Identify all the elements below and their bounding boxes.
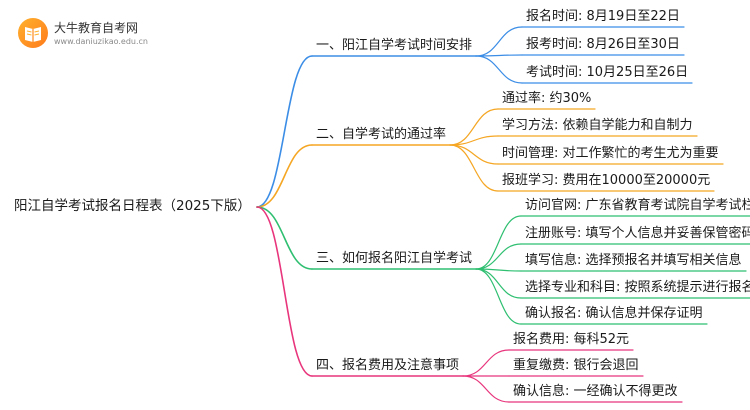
logo-title: 大牛教育自考网 [54,21,139,35]
branch-connector [256,55,313,208]
branch-topic-how-to-register[interactable]: 三、如何报名阳江自学考试 [316,251,473,266]
leaf-connector [449,135,499,146]
leaf-connector [462,349,510,377]
leaf-connector [462,375,510,403]
leaf-registration-time[interactable]: 报名时间: 8月19日至22日 [526,9,680,24]
branch-topic-fees-notes[interactable]: 四、报名费用及注意事项 [316,358,460,373]
logo-url: www.daniuzikao.edu.cn [54,37,148,46]
leaf-registration-fee[interactable]: 报名费用: 每科52元 [513,332,630,347]
leaf-study-method[interactable]: 学习方法: 依赖自学能力和自制力 [502,118,693,133]
branch-connector [256,144,313,208]
branch-connector [256,206,313,377]
leaf-tutoring-class[interactable]: 报班学习: 费用在10000至20000元 [502,173,711,188]
branch-topic-schedule[interactable]: 一、阳江自学考试时间安排 [316,38,473,53]
leaf-pass-rate[interactable]: 通过率: 约30% [502,91,592,106]
leaf-choose-major[interactable]: 选择专业和科目: 按照系统提示进行报名 [525,280,750,295]
leaf-connector [449,144,499,192]
branch-topic-pass-rate[interactable]: 二、自学考试的通过率 [316,127,447,142]
leaf-connector [449,108,499,146]
leaf-visit-website[interactable]: 访问官网: 广东省教育考试院自学考试栏目 [525,198,750,213]
leaf-fill-info[interactable]: 填写信息: 选择预报名并填写相关信息 [525,253,742,268]
leaf-application-time[interactable]: 报考时间: 8月26日至30日 [526,37,680,52]
leaf-register-account[interactable]: 注册账号: 填写个人信息并妥善保管密码 [525,226,750,241]
leaf-time-management[interactable]: 时间管理: 对工作繁忙的考生尤为重要 [502,146,719,161]
branch-connector [256,206,313,270]
root-topic[interactable]: 阳江自学考试报名日程表（2025下版） [14,198,251,214]
leaf-connector [475,243,522,270]
leaf-duplicate-payment[interactable]: 重复缴费: 银行会退回 [513,358,639,373]
leaf-connector [475,55,523,84]
leaf-connector [475,26,523,57]
book-logo-icon [18,18,48,48]
leaf-confirm-info[interactable]: 确认信息: 一经确认不得更改 [513,384,678,399]
leaf-connector [449,144,499,165]
leaf-connector [475,215,522,270]
leaf-exam-time[interactable]: 考试时间: 10月25日至26日 [526,65,689,80]
site-logo[interactable]: 大牛教育自考网 www.daniuzikao.edu.cn [16,16,166,52]
leaf-confirm-registration[interactable]: 确认报名: 确认信息并保存证明 [525,306,703,321]
leaf-connector [475,268,522,299]
leaf-connector [475,268,522,325]
